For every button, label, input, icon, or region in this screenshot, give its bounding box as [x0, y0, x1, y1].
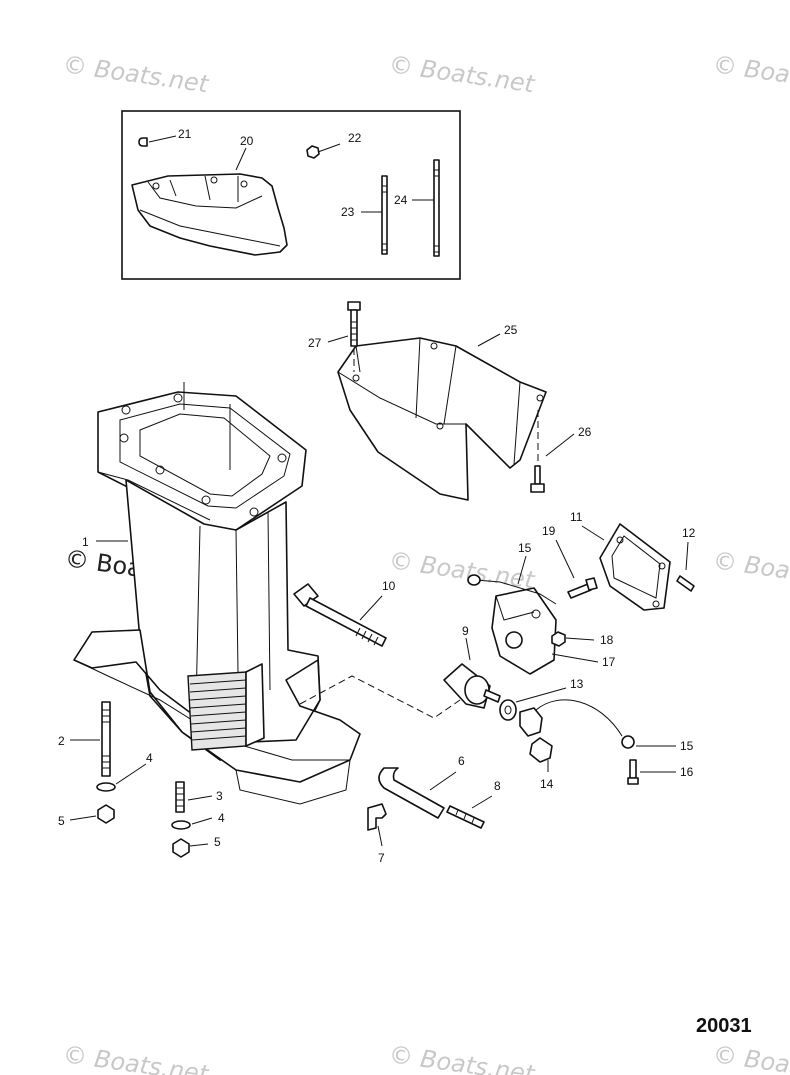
ground-set	[499, 687, 676, 785]
part-9-mount	[443, 637, 501, 709]
part-23-stud	[381, 175, 388, 255]
callout-5: 5	[214, 835, 221, 849]
part-7-fitting	[367, 803, 387, 831]
part-14-cap-nut	[519, 707, 543, 737]
bracket-set	[467, 539, 599, 675]
watermark: © Boats.net	[61, 50, 211, 98]
callout-1: 1	[82, 535, 89, 549]
callout-13: 13	[570, 677, 584, 691]
part-12-screw	[676, 575, 695, 592]
part-6-hose	[378, 767, 445, 819]
watermark: © Boats.net	[387, 1040, 537, 1075]
part-10-bolt	[293, 583, 387, 647]
callout-26: 26	[578, 425, 592, 439]
part-17-bracket	[491, 587, 557, 675]
plate-set	[581, 523, 695, 611]
callout-15: 15	[518, 541, 532, 555]
callout-22: 22	[348, 131, 362, 145]
watermark: © Boats.net	[711, 546, 790, 594]
watermark: © Boats.net	[387, 546, 537, 594]
callout-2: 2	[58, 734, 65, 748]
part-3-stud	[175, 781, 185, 813]
part-25-cover	[337, 337, 547, 501]
part-13-washer	[499, 699, 517, 721]
callout-3: 3	[216, 789, 223, 803]
watermark: © Boats.net	[711, 1040, 790, 1075]
callout-labels: 1 2 3 4 4 5 5 6 7 8 9 10 11 12 13 14 15 …	[58, 127, 696, 865]
callout-5: 5	[58, 814, 65, 828]
callout-4: 4	[146, 751, 153, 765]
callout-24: 24	[394, 193, 408, 207]
callout-11: 11	[570, 510, 583, 524]
callout-10: 10	[382, 579, 396, 593]
part-22-nut	[306, 145, 320, 159]
callout-25: 25	[504, 323, 518, 337]
part-11-plate	[599, 523, 671, 611]
part-15-terminal	[467, 574, 481, 586]
part-8-screw	[446, 805, 485, 829]
part-18-nut	[551, 631, 566, 647]
callout-7: 7	[378, 851, 385, 865]
watermark: © Boats.net	[387, 50, 537, 98]
hose-set	[367, 767, 493, 847]
center-stud-set	[171, 781, 213, 858]
watermark: © Boats.net	[711, 50, 790, 98]
part-1-driveshaft-housing	[73, 382, 361, 805]
part-25-assembly	[327, 301, 575, 501]
callout-15: 15	[680, 739, 694, 753]
part-21-clip	[138, 137, 148, 147]
diagram-number: 20031	[696, 1015, 752, 1037]
callout-20: 20	[240, 134, 254, 148]
part-26-screw	[534, 465, 541, 485]
part-16-screw	[629, 759, 637, 779]
leader-dashed	[299, 675, 461, 719]
part-15-terminal	[621, 735, 635, 749]
callout-16: 16	[680, 765, 694, 779]
callout-23: 23	[341, 205, 355, 219]
callout-6: 6	[458, 754, 465, 768]
callout-27: 27	[308, 336, 322, 350]
part-4-washer	[96, 782, 116, 792]
callout-17: 17	[602, 655, 616, 669]
callout-21: 21	[178, 127, 192, 141]
part-5-nut	[172, 838, 190, 858]
callout-19: 19	[542, 524, 556, 538]
callout-9: 9	[462, 624, 469, 638]
part-20-housing	[131, 173, 288, 256]
callout-4: 4	[218, 811, 225, 825]
watermark: © Boats.net	[61, 1040, 211, 1075]
part-24-stud	[433, 159, 440, 257]
callout-8: 8	[494, 779, 501, 793]
inset-box	[121, 110, 461, 280]
part-2-stud	[101, 701, 111, 777]
part-4-washer	[171, 820, 191, 830]
part-5-nut	[97, 804, 115, 824]
part-27-bolt-head	[347, 301, 361, 311]
callout-18: 18	[600, 633, 614, 647]
callout-14: 14	[540, 777, 554, 791]
callout-12: 12	[682, 526, 696, 540]
left-stud-set	[69, 701, 147, 824]
